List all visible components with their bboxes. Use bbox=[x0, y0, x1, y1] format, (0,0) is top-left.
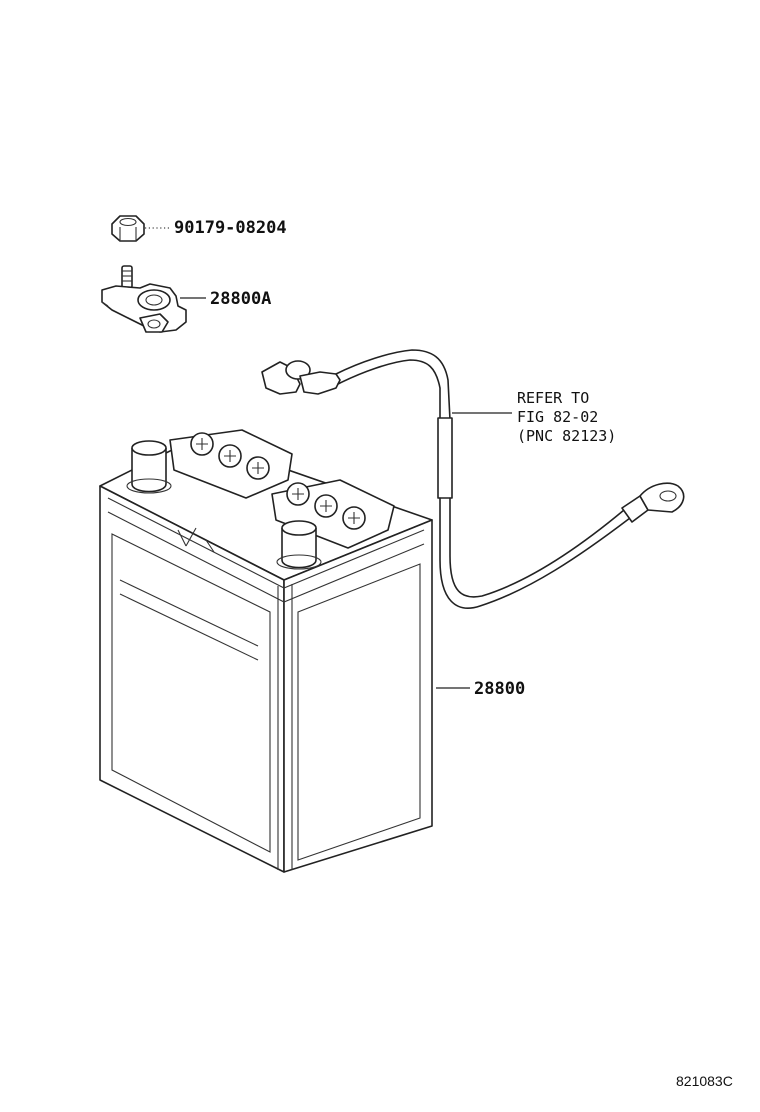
nut-icon bbox=[111, 215, 145, 242]
battery-part-number: 28800 bbox=[474, 679, 525, 699]
illustration-code: 821083C bbox=[676, 1073, 733, 1089]
nut-part-number: 90179-08204 bbox=[174, 218, 287, 238]
terminal-clamp-icon bbox=[101, 265, 187, 333]
reference-line-3: (PNC 82123) bbox=[517, 427, 616, 445]
reference-line-2: FIG 82-02 bbox=[517, 408, 598, 426]
clamp-part-number: 28800A bbox=[210, 289, 271, 309]
battery-icon bbox=[99, 429, 433, 873]
ground-cable-icon bbox=[261, 349, 685, 609]
reference-line-1: REFER TO bbox=[517, 389, 589, 407]
